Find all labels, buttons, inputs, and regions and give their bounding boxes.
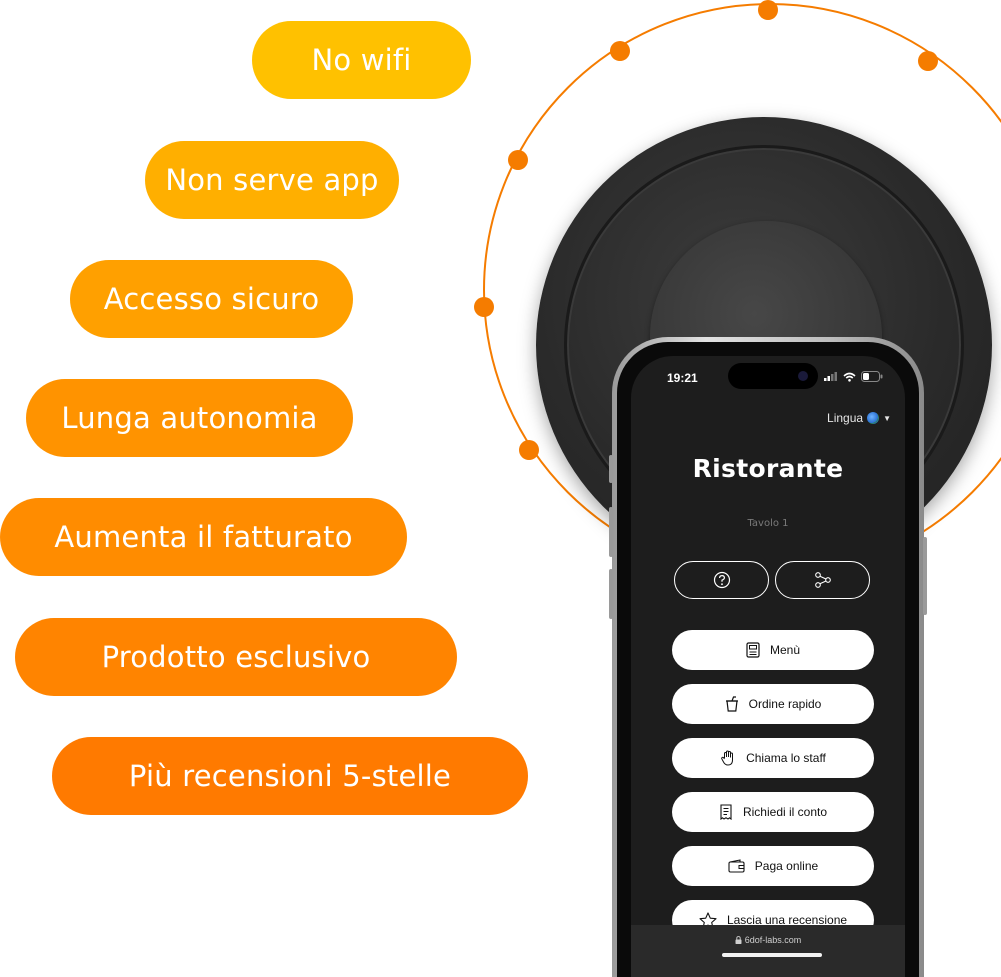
phone-mockup: 19:21 [609, 337, 927, 977]
language-selector[interactable]: Lingua ▼ [827, 411, 891, 425]
status-time: 19:21 [667, 371, 698, 385]
hand-icon [721, 750, 734, 766]
share-icon [814, 572, 831, 588]
signal-icon [824, 372, 837, 381]
request-bill-button[interactable]: Richiedi il conto [672, 792, 874, 832]
request-bill-button-label: Richiedi il conto [742, 805, 828, 819]
feature-pill-piu-recensioni: Più recensioni 5-stelle [52, 737, 528, 815]
phone-bezel: 19:21 [617, 342, 919, 977]
wifi-icon [843, 372, 856, 382]
phone-side-button [609, 569, 613, 619]
feature-pill-accesso-sicuro: Accesso sicuro [70, 260, 353, 338]
help-icon [713, 571, 730, 589]
pay-online-button[interactable]: Paga online [672, 846, 874, 886]
status-icons [824, 371, 883, 382]
browser-bar: 6dof-labs.com [631, 925, 905, 977]
url-text: 6dof-labs.com [744, 935, 802, 945]
star-icon [699, 911, 717, 929]
menu-button[interactable]: Menù [672, 630, 874, 670]
call-staff-button-label: Chiama lo staff [746, 751, 826, 765]
home-indicator[interactable] [722, 953, 822, 957]
restaurant-title: Ristorante [692, 454, 844, 483]
globe-icon [867, 412, 880, 424]
menu-button-label: Menù [769, 643, 801, 657]
feature-pill-prodotto-esclusivo: Prodotto esclusivo [15, 618, 457, 696]
receipt-icon [720, 804, 732, 820]
phone-side-button [609, 507, 613, 557]
feature-pill-non-serve-app: Non serve app [145, 141, 399, 219]
lock-icon [735, 936, 742, 944]
feature-pill-lunga-autonomia: Lunga autonomia [26, 379, 353, 457]
feature-pill-no-wifi: No wifi [252, 21, 471, 99]
orbit-dot [519, 440, 539, 460]
pay-online-button-label: Paga online [754, 859, 819, 873]
phone-side-button [609, 455, 613, 483]
url-bar[interactable]: 6dof-labs.com [631, 935, 905, 945]
orbit-dot [508, 150, 528, 170]
phone-power-button [923, 537, 927, 615]
orbit-dot [474, 297, 494, 317]
menu-card-icon [746, 642, 760, 658]
camera-icon [798, 371, 808, 381]
dynamic-island [728, 363, 818, 389]
help-button[interactable] [674, 561, 769, 599]
orbit-dot [918, 51, 938, 71]
orbit-dot [758, 0, 778, 20]
orbit-dot [610, 41, 630, 61]
chevron-down-icon: ▼ [883, 413, 891, 423]
wallet-icon [728, 859, 745, 873]
share-button[interactable] [775, 561, 870, 599]
battery-icon [861, 371, 883, 382]
quick-order-button-label: Ordine rapido [748, 697, 822, 711]
leave-review-button-label: Lascia una recensione [726, 913, 848, 927]
feature-pill-aumenta-fatturato: Aumenta il fatturato [0, 498, 407, 576]
quick-order-button[interactable]: Ordine rapido [672, 684, 874, 724]
phone-screen: 19:21 [631, 356, 905, 977]
cup-icon [725, 696, 738, 712]
language-label: Lingua [827, 411, 864, 425]
table-label: Tavolo 1 [747, 518, 789, 529]
call-staff-button[interactable]: Chiama lo staff [672, 738, 874, 778]
